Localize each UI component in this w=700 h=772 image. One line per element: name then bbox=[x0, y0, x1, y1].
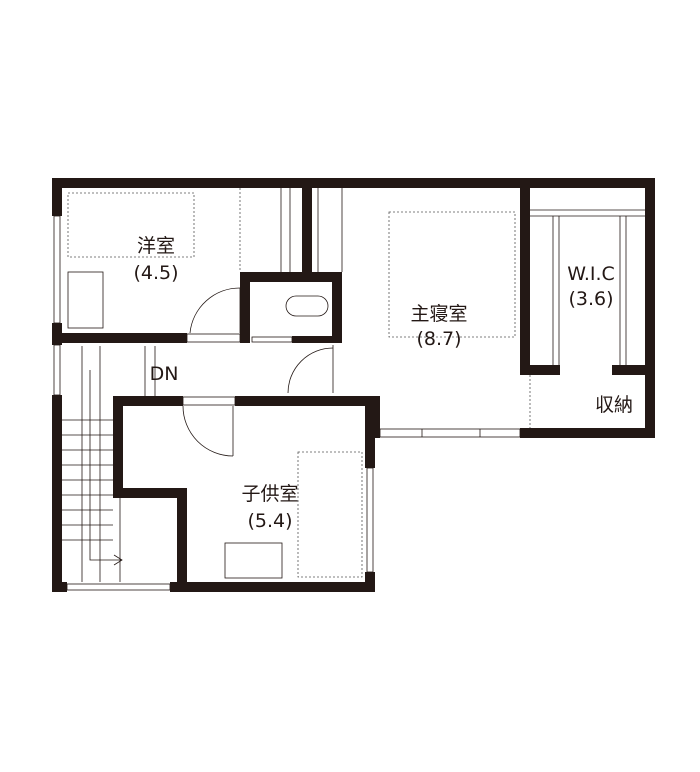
western-room-name: 洋室 bbox=[137, 235, 175, 257]
windows bbox=[53, 215, 521, 591]
kids-room-name: 子供室 bbox=[241, 483, 298, 505]
storage-name: 収納 bbox=[595, 394, 633, 416]
walls bbox=[52, 178, 655, 592]
fixtures bbox=[62, 188, 645, 582]
kids-room-size: (5.4) bbox=[247, 510, 292, 532]
stairs-label: DN bbox=[150, 363, 179, 385]
wic-name: W.I.C bbox=[567, 263, 615, 285]
western-room-size: (4.5) bbox=[133, 262, 178, 284]
master-bedroom-name: 主寝室 bbox=[410, 303, 467, 325]
stair-arrow-icon bbox=[89, 370, 123, 566]
master-bedroom-size: (8.7) bbox=[416, 328, 461, 350]
wic-size: (3.6) bbox=[568, 288, 613, 310]
labels: 洋室 (4.5) DN 主寝室 (8.7) W.I.C (3.6) 収納 子供室… bbox=[133, 235, 633, 532]
